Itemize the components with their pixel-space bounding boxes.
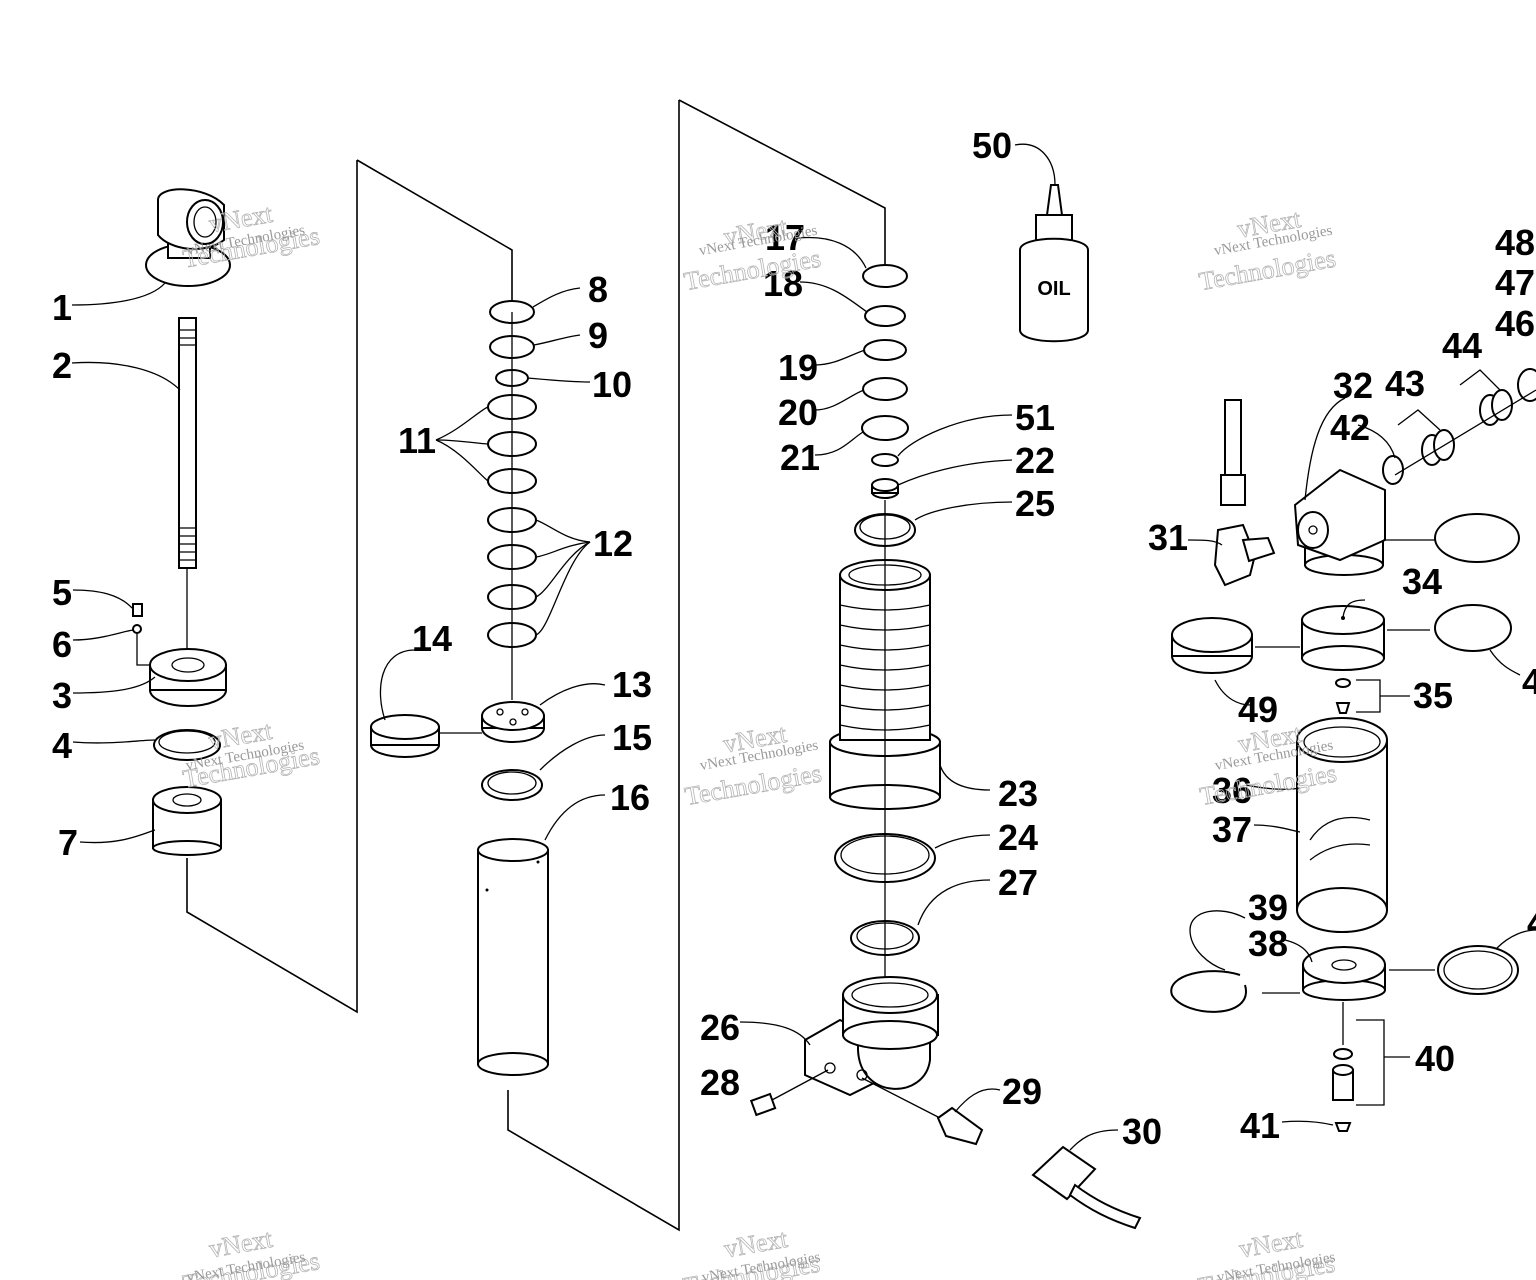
callout-36: 36: [1212, 770, 1252, 811]
ball-part-6: [132, 624, 152, 666]
piston-part-34: [1301, 605, 1385, 671]
callout-38: 38: [1248, 923, 1288, 964]
callout-40: 40: [1415, 1038, 1455, 1079]
o-ring-part-4b: [1434, 604, 1512, 652]
callout-numbers: 1 2 5 6 3 4 7 8 9 10 11 12 13 14 15 16 1…: [52, 125, 1536, 1152]
callout-3: 3: [52, 675, 72, 716]
callout-50: 50: [972, 125, 1012, 166]
watermark-mid-center: vNext Technologies vNext Technologies: [682, 718, 824, 811]
callout-8: 8: [588, 269, 608, 310]
watermark-top-right: vNext Technologies vNext Technologies: [1196, 204, 1338, 297]
washers-part-43: [1421, 429, 1455, 466]
callout-28: 28: [700, 1062, 740, 1103]
callout-44: 44: [1442, 325, 1482, 366]
bushing-part-7: [152, 786, 222, 856]
valve-body-part-3: [149, 648, 227, 707]
valve-parts-40-41: [1332, 1048, 1354, 1132]
adjuster-parts-46-48: [1517, 368, 1536, 402]
watermark-bottom-left: vNext Technologies vNext Technologies: [180, 1223, 322, 1280]
callout-24: 24: [998, 817, 1038, 858]
callout-4: 4: [52, 725, 72, 766]
plug-part-28: [749, 1069, 829, 1117]
band-part-49: [1171, 617, 1253, 674]
callout-30: 30: [1122, 1111, 1162, 1152]
callout-20: 20: [778, 392, 818, 433]
callout-22: 22: [1015, 440, 1055, 481]
hose-fitting-part-31: [1213, 399, 1276, 587]
hose-part-30: [1031, 1145, 1142, 1230]
callout-15: 15: [612, 717, 652, 758]
callout-1: 1: [52, 287, 72, 328]
cylinder-part-16: [477, 838, 549, 1076]
reservoir-cap-part-32: [1293, 468, 1386, 576]
callout-10: 10: [592, 364, 632, 405]
callout-51: 51: [1015, 397, 1055, 438]
callout-35: 35: [1413, 675, 1453, 716]
callout-7: 7: [58, 822, 78, 863]
callout-42: 42: [1330, 407, 1370, 448]
watermark-bottom-center: vNext Technologies vNext Technologies: [680, 1223, 822, 1280]
callout-11: 11: [398, 420, 436, 461]
callout-13: 13: [612, 664, 652, 705]
callout-49: 49: [1238, 689, 1278, 730]
o-ring-part-4: [153, 729, 221, 761]
callout-43: 43: [1385, 363, 1425, 404]
callout-39: 39: [1248, 887, 1288, 928]
callout-25: 25: [1015, 483, 1055, 524]
reservoir-body-parts-36-37: [1296, 717, 1388, 933]
end-cap-part-38: [1302, 946, 1386, 1001]
washer-stack-parts-17-22: [861, 264, 909, 499]
o-ring-part-45: [1434, 513, 1520, 563]
callout-17: 17: [765, 217, 805, 258]
callout-27: 27: [998, 862, 1038, 903]
callout-32: 32: [1333, 365, 1373, 406]
callout-48: 48: [1495, 222, 1535, 263]
valve-parts-35: [1335, 678, 1351, 714]
callout-2: 2: [52, 345, 72, 386]
callout-12: 12: [593, 523, 633, 564]
o-ring-part-42: [1382, 455, 1404, 485]
callout-4c: 4: [1527, 902, 1536, 943]
watermark-bottom-right: vNext Technologies vNext Technologies: [1195, 1223, 1337, 1280]
callout-23: 23: [998, 773, 1038, 814]
callout-18: 18: [763, 263, 803, 304]
piston-ring-part-14: [370, 714, 440, 758]
callout-31: 31: [1148, 517, 1188, 558]
fitting-part-29: [861, 1077, 984, 1146]
callout-16: 16: [610, 777, 650, 818]
callout-26: 26: [700, 1007, 740, 1048]
callout-9: 9: [588, 315, 608, 356]
callout-37: 37: [1212, 809, 1252, 850]
shaft-part-2: [178, 317, 197, 569]
piston-part-13: [481, 701, 545, 743]
callout-46: 46: [1495, 303, 1535, 344]
leader-lines: [71, 143, 1536, 1151]
o-ring-part-4c: [1437, 945, 1519, 995]
lower-eyelet-part-26: [804, 976, 939, 1097]
callout-19: 19: [778, 347, 818, 388]
callout-14: 14: [412, 618, 452, 659]
callout-5: 5: [52, 572, 72, 613]
assembly-connector-lines: [186, 99, 886, 1232]
shim-stack-parts-8-12: [487, 300, 537, 700]
oil-bottle-label: OIL: [1037, 278, 1070, 300]
callout-4b: 4: [1522, 661, 1536, 702]
callout-6: 6: [52, 624, 72, 665]
callout-29: 29: [1002, 1071, 1042, 1112]
callout-47: 47: [1495, 262, 1535, 303]
oil-bottle-part-50: OIL: [1019, 184, 1089, 343]
upper-eyelet-part-1: [145, 188, 231, 287]
callout-21: 21: [780, 437, 820, 478]
snap-ring-part-39: [1170, 970, 1247, 1013]
set-screw-part-5: [132, 603, 143, 617]
o-ring-part-15: [481, 769, 543, 801]
callout-34: 34: [1402, 561, 1442, 602]
callout-41: 41: [1240, 1105, 1280, 1146]
